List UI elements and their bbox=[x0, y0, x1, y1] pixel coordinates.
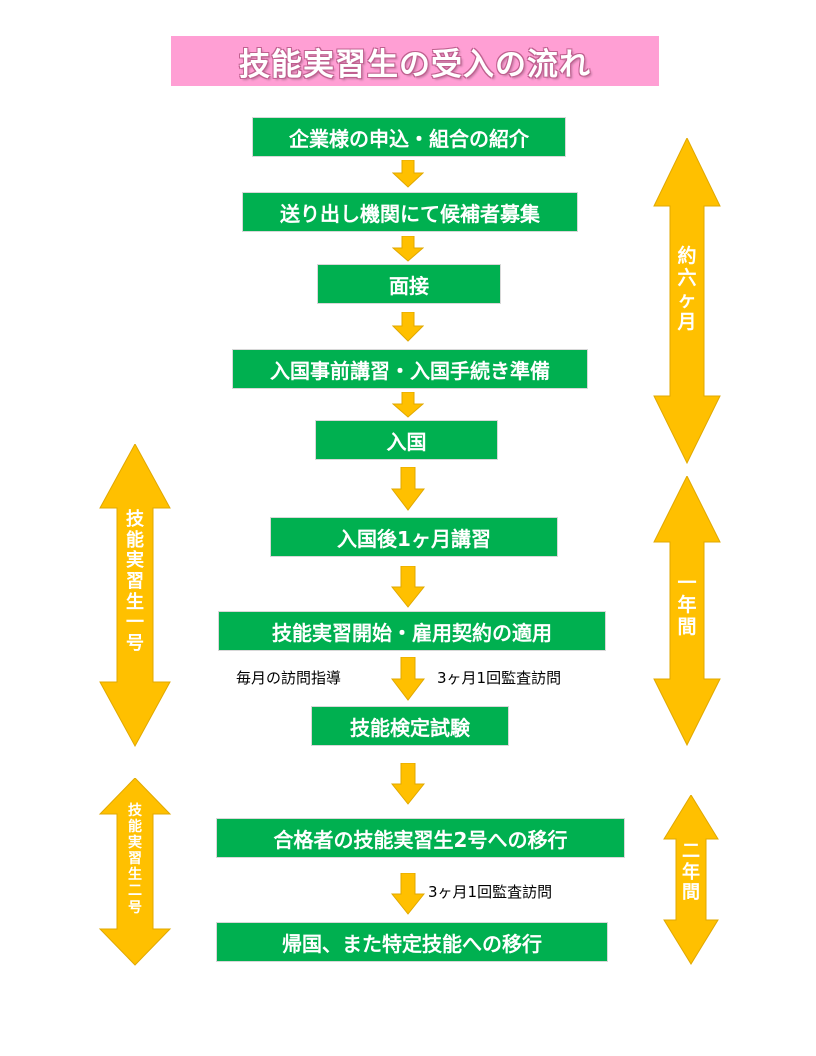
label-trainee-2go: 技 能 実 習 生 二 号 bbox=[128, 803, 142, 916]
step-recruitment: 送り出し機関にて候補者募集 bbox=[242, 192, 578, 232]
double-arrow-icon bbox=[98, 778, 172, 966]
step-application: 企業様の申込・組合の紹介 bbox=[252, 117, 566, 157]
label-trainee-1go: 技 能 実 習 生 一 号 bbox=[126, 509, 144, 655]
label-one-year: 一 年 間 bbox=[677, 572, 697, 638]
down-arrow-icon bbox=[392, 160, 424, 188]
step-skill-test: 技能検定試験 bbox=[311, 706, 509, 746]
note-monthly-visit: 毎月の訪問指導 bbox=[236, 669, 342, 687]
step-start-training: 技能実習開始・雇用契約の適用 bbox=[218, 611, 606, 651]
down-arrow-icon bbox=[392, 392, 424, 418]
label-six-months: 約 六 ヶ 月 bbox=[677, 245, 697, 333]
step-transition-2go: 合格者の技能実習生2号への移行 bbox=[216, 818, 625, 858]
down-arrow-icon bbox=[391, 873, 425, 915]
down-arrow-icon bbox=[392, 236, 424, 262]
step-pre-entry-training: 入国事前講習・入国手続き準備 bbox=[232, 349, 588, 389]
down-arrow-icon bbox=[391, 763, 425, 805]
label-two-years: 二 年 間 bbox=[682, 841, 700, 904]
step-interview: 面接 bbox=[317, 264, 501, 304]
step-post-entry-training: 入国後1ヶ月講習 bbox=[270, 517, 558, 557]
double-arrow-icon bbox=[663, 795, 719, 965]
double-arrow-icon bbox=[653, 476, 721, 746]
down-arrow-icon bbox=[391, 467, 425, 511]
down-arrow-icon bbox=[392, 312, 424, 342]
step-entry: 入国 bbox=[315, 420, 498, 460]
page-title: 技能実習生の受入の流れ bbox=[171, 36, 659, 86]
double-arrow-icon bbox=[653, 138, 721, 464]
double-arrow-icon bbox=[99, 444, 171, 747]
step-return-or-specified-skill: 帰国、また特定技能への移行 bbox=[216, 922, 608, 962]
down-arrow-icon bbox=[391, 566, 425, 608]
note-quarterly-audit: 3ヶ月1回監査訪問 bbox=[437, 669, 562, 687]
down-arrow-icon bbox=[391, 657, 425, 701]
note-quarterly-audit-2: 3ヶ月1回監査訪問 bbox=[428, 883, 553, 901]
